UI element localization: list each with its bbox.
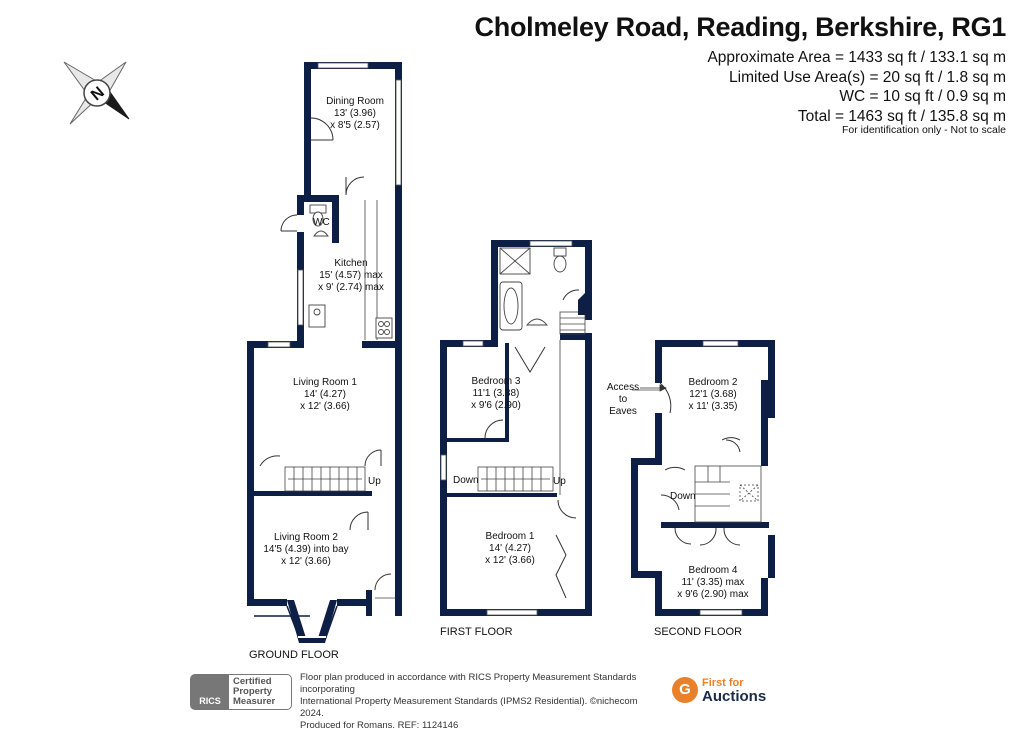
floor-label-ground: GROUND FLOOR [249, 649, 339, 661]
eaves-line3: Eaves [609, 406, 637, 417]
room-kitchen-name: Kitchen [334, 258, 368, 269]
rics-short: RICS [199, 696, 221, 706]
stairs-down-second: Down [670, 491, 696, 502]
footer-disclaimer: Floor plan produced in accordance with R… [300, 672, 660, 732]
stairs-down-first: Down [453, 475, 479, 486]
brand-line2: Auctions [702, 688, 767, 705]
footer-line2: International Property Measurement Stand… [300, 696, 638, 719]
eaves-line2: to [618, 394, 628, 405]
rics-line3: Measurer [233, 696, 276, 707]
room-living1-dim2: x 12' (3.66) [300, 401, 350, 412]
total-area: Total = 1463 sq ft / 135.8 sq m [797, 107, 1006, 125]
room-bedroom3-dim1: 11'1 (3.38) [472, 388, 520, 399]
approximate-area: Approximate Area = 1433 sq ft / 133.1 sq… [707, 49, 1006, 66]
rics-line2: Property [233, 686, 273, 697]
rics-text: Certified Property Measurer [233, 677, 275, 707]
room-dining-dim2: x 8'5 (2.57) [330, 120, 380, 131]
room-living2-dim2: x 12' (3.66) [281, 556, 331, 567]
room-living1-name: Living Room 1 [293, 377, 357, 388]
rics-line1: Certified [233, 676, 272, 687]
floor-label-first: FIRST FLOOR [440, 626, 513, 638]
room-bedroom2: Bedroom 2 12'1 (3.68) x 11' (3.35) [689, 377, 738, 413]
room-bedroom4: Bedroom 4 11' (3.35) max x 9'6 (2.90) ma… [677, 565, 748, 601]
room-bedroom1-dim1: 14' (4.27) [489, 543, 531, 554]
area-summary: Approximate Area = 1433 sq ft / 133.1 sq… [707, 48, 1006, 126]
room-bedroom3-dim2: x 9'6 (2.90) [471, 400, 521, 411]
room-living2-dim1: 14'5 (4.39) into bay [263, 544, 349, 555]
room-bedroom3-name: Bedroom 3 [471, 376, 521, 387]
room-bedroom2-dim1: 12'1 (3.68) [689, 389, 737, 400]
eaves-line1: Access [606, 382, 640, 393]
room-bedroom2-name: Bedroom 2 [688, 377, 738, 388]
identification-note: For identification only - Not to scale [842, 124, 1006, 136]
wc-area: WC = 10 sq ft / 0.9 sq m [839, 88, 1006, 105]
room-dining-name: Dining Room [326, 96, 384, 107]
room-bedroom1-dim2: x 12' (3.66) [485, 555, 535, 566]
property-title: Cholmeley Road, Reading, Berkshire, RG1 [474, 12, 1007, 42]
room-living2-name: Living Room 2 [274, 532, 338, 543]
auction-logo-icon: G [672, 677, 698, 703]
room-bedroom2-dim2: x 11' (3.35) [688, 401, 738, 412]
footer-line1: Floor plan produced in accordance with R… [300, 672, 637, 695]
room-living1: Living Room 1 14' (4.27) x 12' (3.66) [293, 377, 357, 413]
eaves-access-label: Access to Eaves [607, 382, 639, 418]
floor-label-second: SECOND FLOOR [654, 626, 743, 638]
room-bedroom4-name: Bedroom 4 [688, 565, 738, 576]
stairs-up-ground: Up [368, 476, 381, 487]
footer-line3: Produced for Romans. REF: 1124146 [300, 720, 459, 731]
limited-use-area: Limited Use Area(s) = 20 sq ft / 1.8 sq … [729, 68, 1006, 86]
compass-icon: N [63, 61, 130, 125]
room-bedroom4-dim2: x 9'6 (2.90) max [677, 589, 749, 600]
room-bedroom1: Bedroom 1 14' (4.27) x 12' (3.66) [485, 531, 535, 567]
brand-line1: First for [702, 677, 744, 689]
room-dining-dim1: 13' (3.96) [334, 108, 376, 119]
first-for-auctions-logo: G First for Auctions [672, 677, 766, 709]
room-living1-dim1: 14' (4.27) [304, 389, 346, 400]
room-dining: Dining Room 13' (3.96) x 8'5 (2.57) [326, 96, 384, 132]
room-bedroom3: Bedroom 3 11'1 (3.38) x 9'6 (2.90) [471, 376, 521, 412]
rics-badge: RICS Certified Property Measurer [190, 674, 292, 710]
room-bedroom4-dim1: 11' (3.35) max [681, 577, 745, 588]
room-bedroom1-name: Bedroom 1 [485, 531, 535, 542]
rics-logo-icon: RICS [191, 675, 229, 709]
room-kitchen-dim2: x 9' (2.74) max [318, 282, 384, 293]
room-kitchen: Kitchen 15' (4.57) max x 9' (2.74) max [318, 258, 384, 294]
room-wc-name: WC [313, 217, 330, 228]
stairs-up-first: Up [553, 476, 566, 487]
room-kitchen-dim1: 15' (4.57) max [319, 270, 383, 281]
room-living2: Living Room 2 14'5 (4.39) into bay x 12'… [263, 532, 348, 568]
